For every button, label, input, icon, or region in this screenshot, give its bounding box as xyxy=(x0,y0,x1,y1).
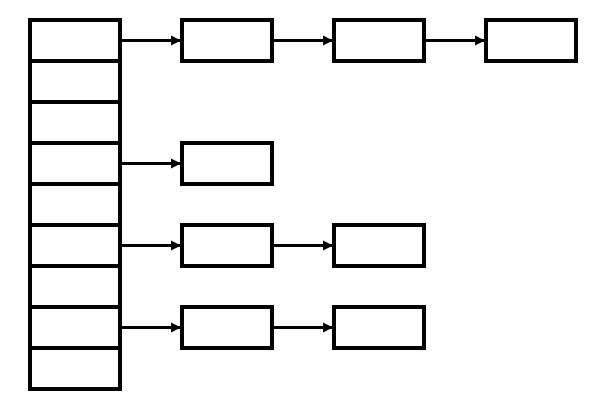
chain-node xyxy=(332,18,426,63)
bucket-cell xyxy=(28,264,122,309)
chain-node xyxy=(332,223,426,268)
chain-node xyxy=(332,305,426,350)
chain-node xyxy=(484,18,578,63)
bucket-cell xyxy=(28,346,122,391)
chain-node xyxy=(180,305,274,350)
chain-node xyxy=(180,141,274,186)
bucket-cell xyxy=(28,18,122,63)
bucket-cell xyxy=(28,182,122,227)
bucket-cell xyxy=(28,100,122,145)
bucket-cell xyxy=(28,59,122,104)
bucket-cell xyxy=(28,141,122,186)
bucket-array xyxy=(28,18,122,391)
chain-group xyxy=(120,18,578,350)
bucket-cell xyxy=(28,305,122,350)
chain-node xyxy=(180,18,274,63)
bucket-cell xyxy=(28,223,122,268)
chain-node xyxy=(180,223,274,268)
